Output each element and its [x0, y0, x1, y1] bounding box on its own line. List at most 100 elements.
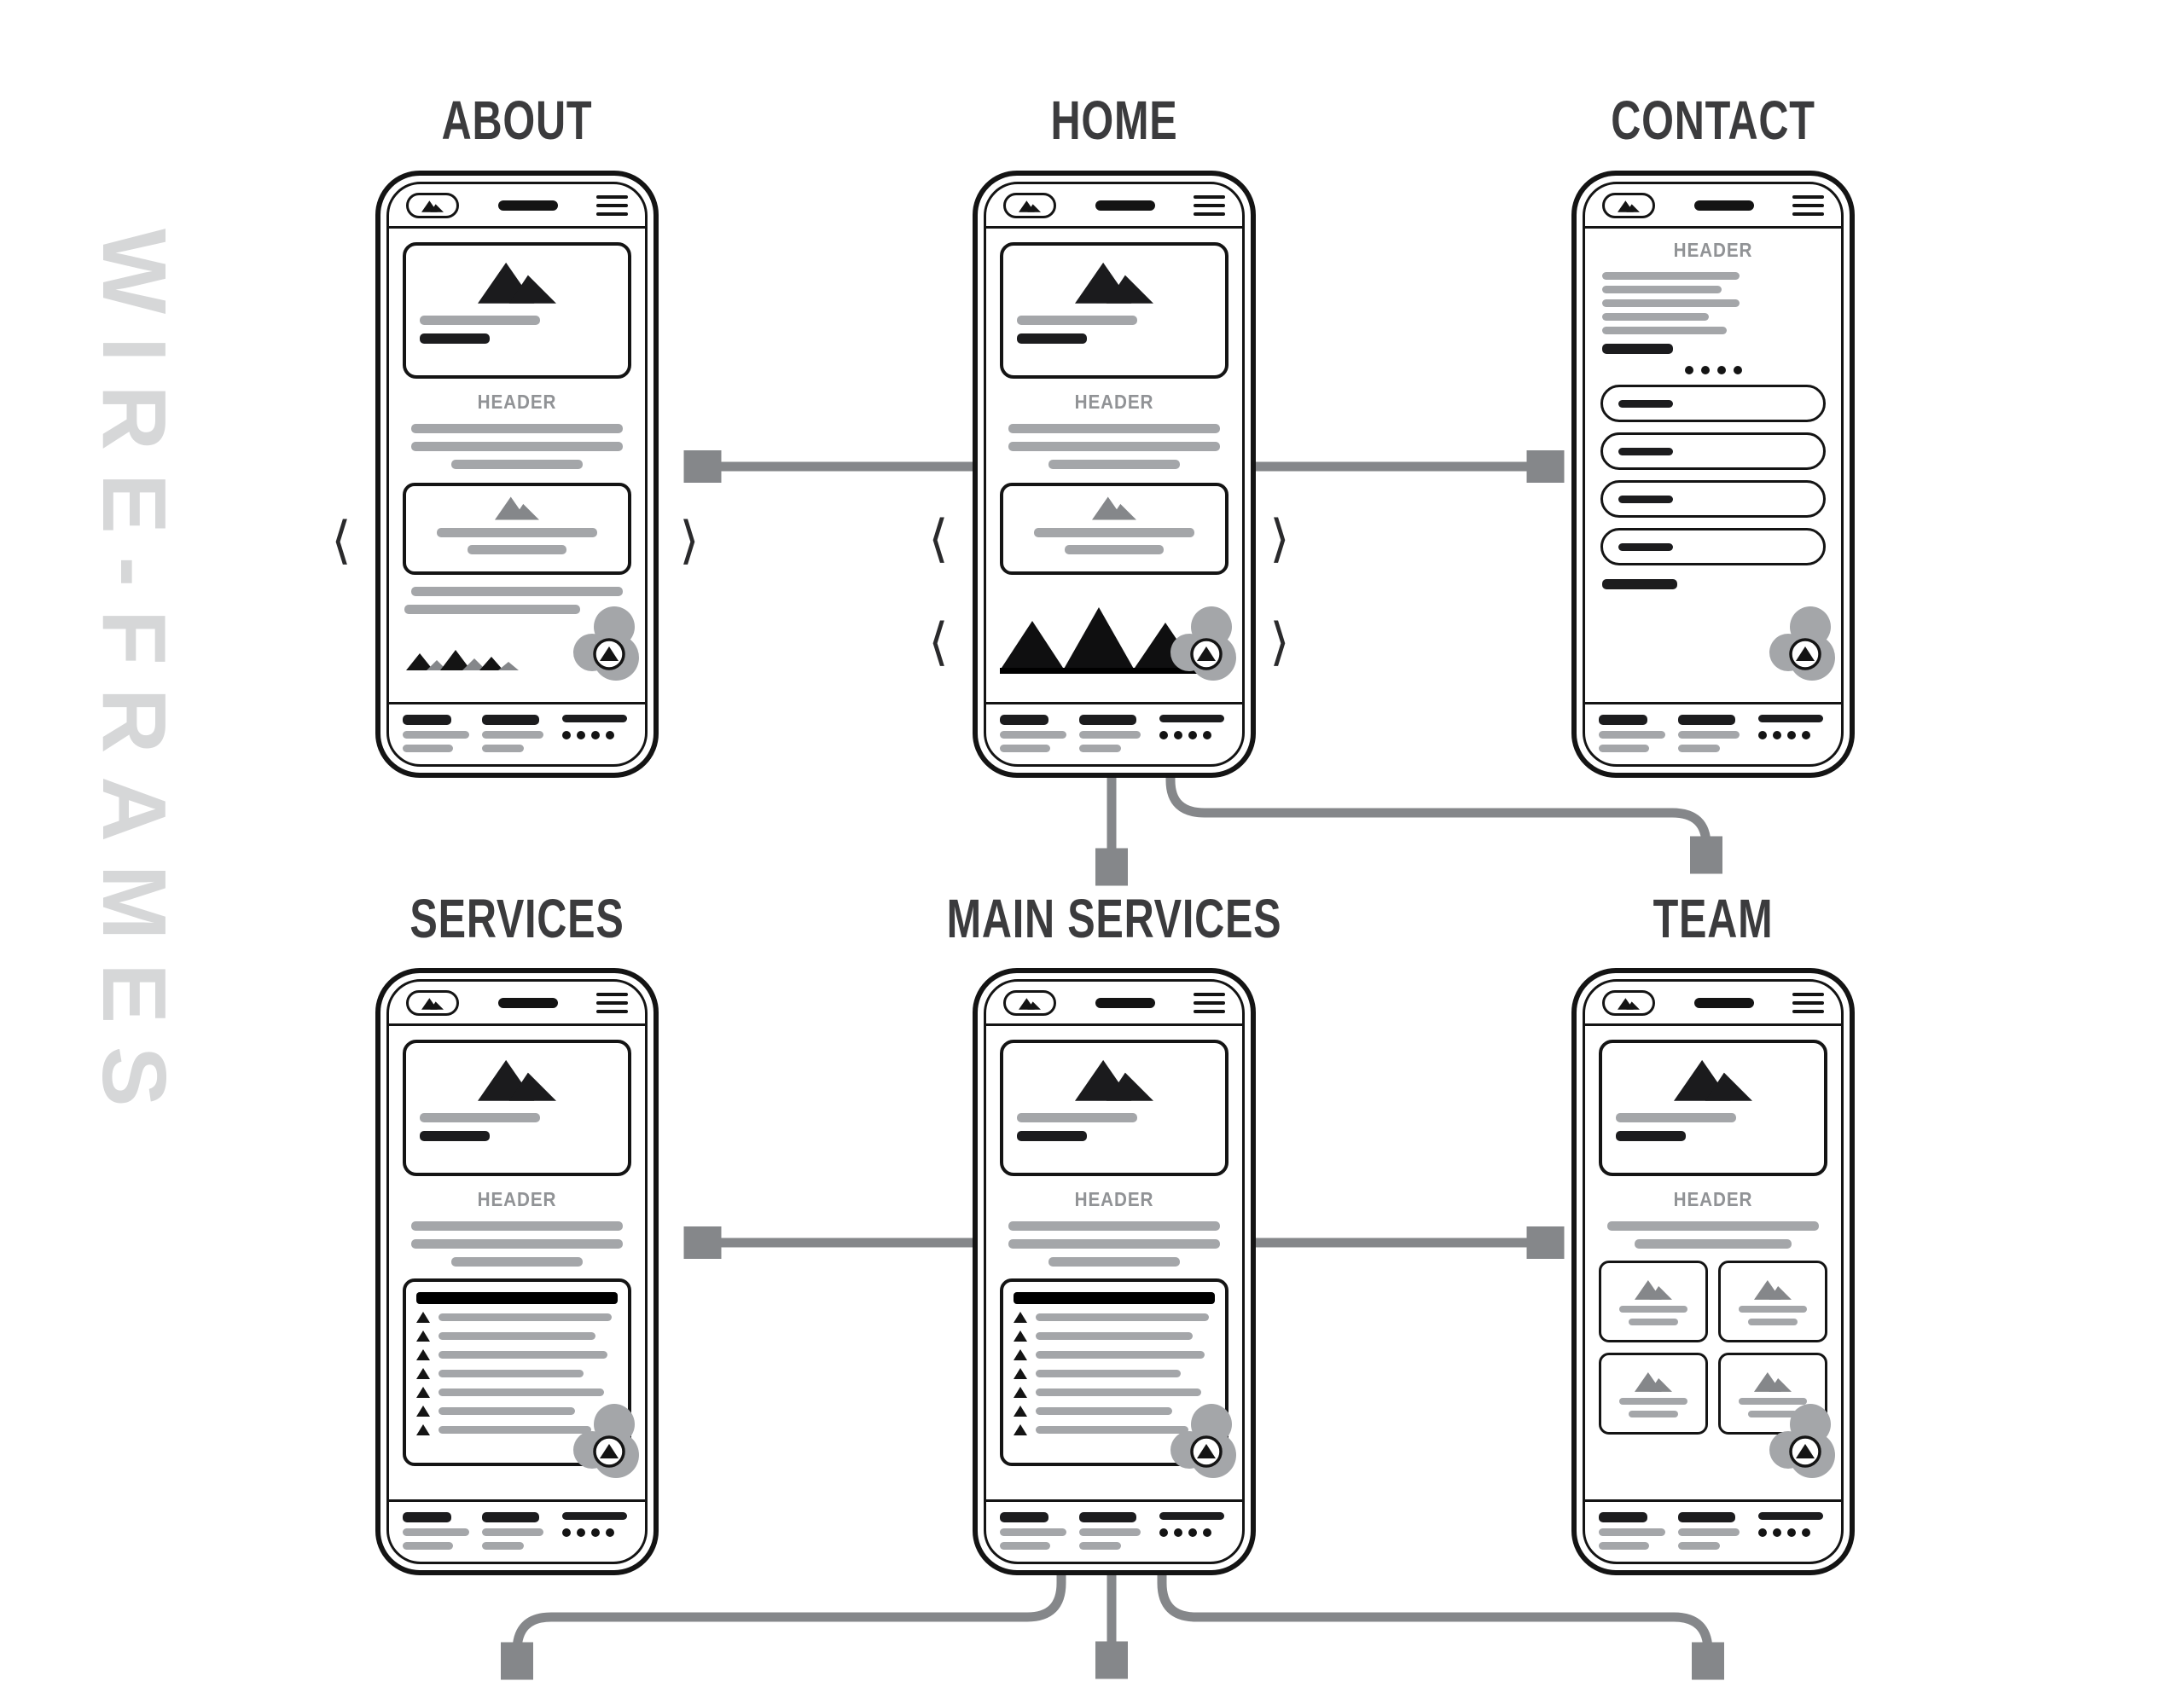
edge-services-down — [517, 1572, 1066, 1651]
page-title-about: ABOUT — [441, 90, 593, 151]
text-line — [1602, 286, 1722, 293]
text-line — [439, 1407, 576, 1415]
menu-icon — [1194, 195, 1225, 216]
text-line — [404, 605, 580, 614]
text-line — [1747, 1318, 1798, 1325]
mountain-range-icon — [1000, 606, 1228, 674]
text-line — [1599, 745, 1649, 752]
cloud-mountain-icon — [573, 1404, 639, 1478]
cloud-mountain-icon — [573, 606, 639, 681]
header-label: HEADER — [1074, 391, 1154, 413]
edge-team-down — [1157, 1572, 1708, 1651]
chevron-right-icon: ⟩ — [679, 511, 700, 571]
text-line — [1678, 1512, 1736, 1522]
cloud-badge — [568, 605, 640, 687]
footer — [986, 1499, 1242, 1562]
text-line — [403, 1528, 470, 1536]
text-line — [420, 316, 541, 325]
text-line — [1017, 1113, 1138, 1122]
footer-column — [1678, 1512, 1747, 1550]
text-block — [1002, 424, 1227, 469]
text-line — [482, 731, 543, 739]
list-item — [416, 1349, 618, 1360]
text-line — [1036, 1351, 1205, 1359]
text-line — [1599, 1512, 1647, 1522]
image-placeholder-icon — [478, 262, 556, 304]
menu-icon — [596, 993, 628, 1013]
footer-column — [403, 715, 472, 752]
text-line — [1628, 1318, 1679, 1325]
text-line — [482, 1512, 540, 1522]
cloud-badge — [1764, 1402, 1836, 1485]
text-line — [1008, 442, 1221, 451]
text-line — [1599, 1528, 1666, 1536]
cloud-mountain-icon — [1769, 1404, 1835, 1478]
text-line — [1008, 424, 1221, 433]
text-line — [403, 731, 470, 739]
camera-pill-icon — [1602, 193, 1655, 218]
image-placeholder-icon — [1635, 1279, 1672, 1300]
text-line — [482, 1528, 543, 1536]
text-line — [1036, 1426, 1189, 1434]
list-item — [1014, 1330, 1215, 1342]
text-line — [1678, 731, 1740, 739]
image-placeholder-icon — [1754, 1371, 1792, 1392]
text-line — [451, 460, 583, 469]
page-title-main-services: MAIN SERVICES — [946, 888, 1282, 949]
phone-team: HEADER — [1571, 968, 1855, 1575]
text-line — [410, 587, 624, 596]
cloud-badge — [568, 1402, 640, 1485]
input-label-line — [1618, 542, 1673, 551]
chevron-left-icon: ⟨ — [928, 612, 949, 672]
team-member-card — [1718, 1261, 1827, 1342]
text-line — [1017, 333, 1088, 344]
feature-card — [403, 483, 631, 575]
phone-home: HEADER — [973, 171, 1256, 778]
text-line — [1628, 1410, 1679, 1417]
text-line — [1678, 745, 1721, 752]
text-line — [1602, 272, 1740, 280]
hero-image-card — [403, 1040, 631, 1176]
footer-column — [1599, 1512, 1668, 1550]
input-label-line — [1618, 495, 1673, 503]
text-line — [437, 528, 597, 537]
cloud-badge — [1764, 605, 1836, 687]
header-label: HEADER — [1673, 239, 1753, 261]
cloud-badge — [1165, 1402, 1237, 1485]
text-line — [1739, 1397, 1807, 1405]
text-line — [1599, 1542, 1649, 1550]
text-block — [1600, 1221, 1826, 1249]
text-block — [404, 1221, 630, 1267]
page-title-contact: CONTACT — [1611, 90, 1815, 151]
text-line — [1036, 1332, 1194, 1340]
text-line — [1036, 1407, 1173, 1415]
text-line — [1678, 1542, 1721, 1550]
camera-pill-icon — [406, 193, 459, 218]
list-item — [1014, 1424, 1215, 1435]
text-line — [1008, 1239, 1221, 1249]
text-line — [451, 1257, 583, 1267]
text-line — [1606, 1221, 1820, 1231]
footer-column — [561, 715, 631, 752]
cloud-mountain-icon — [1170, 606, 1236, 681]
bullet-mountain-icon — [416, 1368, 430, 1379]
camera-pill-icon — [1003, 990, 1056, 1016]
text-line — [482, 745, 525, 752]
pagination-dots — [561, 1528, 631, 1537]
text-line — [1000, 1512, 1048, 1522]
image-placeholder-icon — [1754, 1279, 1792, 1300]
menu-icon — [596, 195, 628, 216]
footer — [1585, 1499, 1841, 1562]
text-line — [1048, 1257, 1180, 1267]
text-line — [439, 1426, 592, 1434]
bullet-mountain-icon — [1014, 1330, 1027, 1342]
statusbar — [986, 982, 1242, 1026]
mountain-range-icon — [406, 649, 519, 670]
text-line — [561, 1512, 628, 1520]
text-line — [439, 1370, 584, 1377]
footer-column — [1757, 1512, 1827, 1550]
text-line — [439, 1388, 604, 1396]
team-grid — [1599, 1261, 1827, 1435]
text-line — [1757, 1512, 1824, 1520]
text-line — [1079, 745, 1122, 752]
